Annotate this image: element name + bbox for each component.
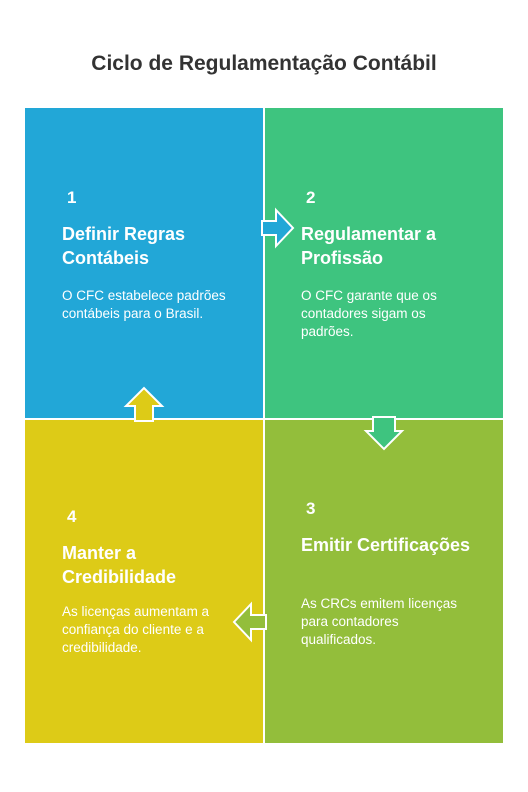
diagram-title: Ciclo de Regulamentação Contábil	[91, 52, 437, 75]
step-3-description: As CRCs emitem licenças para contadores …	[301, 596, 458, 647]
step-2-box: 2 Regulamentar a Profissão O CFC garante…	[264, 108, 503, 419]
step-4-box: 4 Manter a Credibilidade As licenças aum…	[25, 419, 264, 743]
step-2-title: Regulamentar a Profissão	[301, 224, 437, 268]
horizontal-divider	[25, 418, 503, 420]
arrow-down-icon	[363, 416, 405, 451]
arrow-left-icon	[232, 601, 267, 643]
arrow-right-icon	[261, 207, 295, 249]
step-2-description: O CFC garante que os contadores sigam os…	[301, 288, 437, 339]
step-4-title: Manter a Credibilidade	[62, 543, 177, 587]
step-1-box: 1 Definir Regras Contábeis O CFC estabel…	[25, 108, 264, 419]
step-4-number: 4	[67, 507, 77, 526]
step-4-description: As licenças aumentam a confiança do clie…	[62, 604, 210, 655]
step-3-box: 3 Emitir Certificações As CRCs emitem li…	[264, 419, 503, 743]
step-1-title: Definir Regras Contábeis	[62, 224, 186, 268]
arrow-up-icon	[123, 386, 165, 422]
step-1-description: O CFC estabelece padrões contábeis para …	[62, 288, 226, 321]
step-3-number: 3	[306, 499, 316, 518]
vertical-divider	[263, 108, 265, 743]
step-2-number: 2	[306, 188, 316, 207]
step-3-title: Emitir Certificações	[301, 535, 471, 555]
step-1-number: 1	[67, 188, 77, 207]
